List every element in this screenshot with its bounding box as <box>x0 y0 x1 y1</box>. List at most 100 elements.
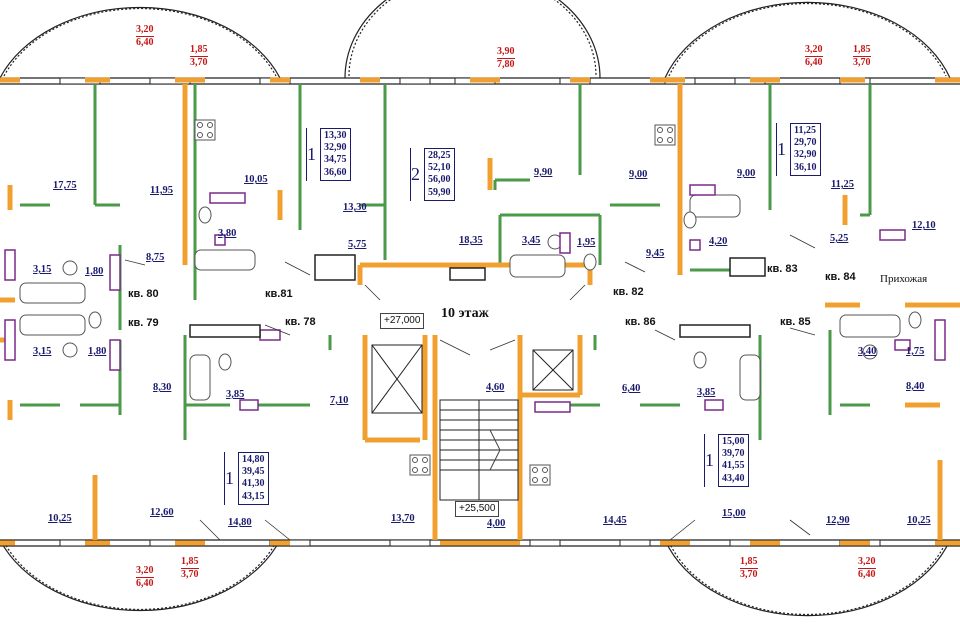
room-area: 9,00 <box>737 168 756 179</box>
room-area: 12,10 <box>912 220 936 231</box>
room-area: 9,00 <box>629 169 648 180</box>
appliances <box>4 184 946 413</box>
room-area: 1,80 <box>88 346 107 357</box>
balcony-area-value: 1,85 <box>190 44 208 57</box>
room-area: 12,60 <box>150 507 174 518</box>
balcony-area-value: 3,20 <box>858 556 876 569</box>
apartment-label-81: кв.81 <box>265 288 293 300</box>
apartment-summary: 1 13,30 32,90 34,75 36,60 <box>306 128 351 181</box>
balcony-area-coef: 3,70 <box>190 56 208 68</box>
room-area: 17,75 <box>53 180 77 191</box>
room-area: 3,80 <box>218 228 237 239</box>
total-area-balcony: 59,90 <box>428 186 451 198</box>
living-area: 14,80 <box>242 454 265 465</box>
balcony-area-value: 1,85 <box>853 44 871 57</box>
balcony-area-coef: 6,40 <box>136 36 154 48</box>
apartment-label-86: кв. 86 <box>625 316 656 328</box>
balcony-arcs <box>0 0 951 617</box>
balcony-area-coef: 6,40 <box>858 568 876 580</box>
room-area: 8,75 <box>146 252 165 263</box>
room-area: 1,95 <box>577 237 596 248</box>
balcony-area-value: 1,85 <box>740 556 758 569</box>
room-area: 4,20 <box>709 236 728 247</box>
room-area: 11,95 <box>150 185 174 196</box>
apartment-label-83: кв. 83 <box>767 263 798 275</box>
room-area: 13,70 <box>391 513 415 524</box>
balcony-area-value: 3,20 <box>805 44 823 57</box>
room-area: 13,30 <box>343 202 367 213</box>
total-area: 32,90 <box>324 142 347 154</box>
total-area: 29,70 <box>794 137 817 149</box>
total-area: 39,45 <box>242 466 265 478</box>
room-area: 9,90 <box>534 167 553 178</box>
room-area: 3,85 <box>697 387 716 398</box>
area-values: 15,00 39,70 41,55 43,40 <box>718 434 749 487</box>
room-count: 1 <box>225 467 234 488</box>
balcony-area-coef: 3,70 <box>181 568 199 580</box>
room-area: 3,15 <box>33 264 52 275</box>
total-area-loggia: 34,75 <box>324 154 347 166</box>
area-values: 28,25 52,10 56,00 59,90 <box>424 148 455 201</box>
room-area: 14,80 <box>228 517 252 528</box>
room-area: 5,75 <box>348 239 367 250</box>
total-area-balcony: 36,10 <box>794 161 817 173</box>
total-area: 39,70 <box>722 448 745 460</box>
elevation-lower: +25,500 <box>455 501 500 517</box>
total-area-balcony: 43,40 <box>722 472 745 484</box>
apartment-label-79: кв. 79 <box>128 317 159 329</box>
living-area: 28,25 <box>428 150 451 161</box>
area-values: 11,25 29,70 32,90 36,10 <box>790 123 821 176</box>
living-area: 15,00 <box>722 436 745 447</box>
balcony-area-coef: 7,80 <box>497 58 515 70</box>
total-area-loggia: 41,55 <box>722 460 745 472</box>
apartment-summary: 1 15,00 39,70 41,55 43,40 <box>704 434 749 487</box>
room-area: 3,15 <box>33 346 52 357</box>
room-count: 1 <box>307 143 316 164</box>
room-area: 5,25 <box>830 233 849 244</box>
balcony-area-value: 3,90 <box>497 46 515 59</box>
room-area: 4,60 <box>486 382 505 393</box>
bathtubs <box>19 194 901 401</box>
area-values: 13,30 32,90 34,75 36,60 <box>320 128 351 181</box>
living-area: 13,30 <box>324 130 347 141</box>
balcony-area-value: 3,20 <box>136 24 154 37</box>
apartment-label-78: кв. 78 <box>285 316 316 328</box>
area-values: 14,80 39,45 41,30 43,15 <box>238 452 269 505</box>
total-area-loggia: 56,00 <box>428 174 451 186</box>
room-count: 2 <box>411 163 420 184</box>
balcony-area-value: 1,85 <box>181 556 199 569</box>
balcony-area-coef: 3,70 <box>853 56 871 68</box>
apartment-summary: 1 14,80 39,45 41,30 43,15 <box>224 452 269 505</box>
room-area: 3,45 <box>522 235 541 246</box>
room-area: 6,40 <box>622 383 641 394</box>
total-area-loggia: 32,90 <box>794 149 817 161</box>
elevator-shafts <box>371 344 574 414</box>
room-area: 10,25 <box>48 513 72 524</box>
total-area-balcony: 36,60 <box>324 166 347 178</box>
apartment-summary: 1 11,25 29,70 32,90 36,10 <box>776 123 821 176</box>
room-area: 4,00 <box>487 518 506 529</box>
elevation-upper: +27,000 <box>380 313 425 329</box>
room-area: 8,40 <box>906 381 925 392</box>
balcony-area-value: 3,20 <box>136 565 154 578</box>
room-count: 1 <box>777 138 786 159</box>
room-area: 3,40 <box>858 346 877 357</box>
door-swings <box>124 234 816 541</box>
room-area: 8,30 <box>153 382 172 393</box>
apartment-label-84: кв. 84 <box>825 271 856 283</box>
balcony-area-coef: 3,70 <box>740 568 758 580</box>
total-area: 52,10 <box>428 162 451 174</box>
room-area: 18,35 <box>459 235 483 246</box>
apartment-label-80: кв. 80 <box>128 288 159 300</box>
room-area: 1,80 <box>85 266 104 277</box>
room-count: 1 <box>705 449 714 470</box>
apartment-label-85: кв. 85 <box>780 316 811 328</box>
